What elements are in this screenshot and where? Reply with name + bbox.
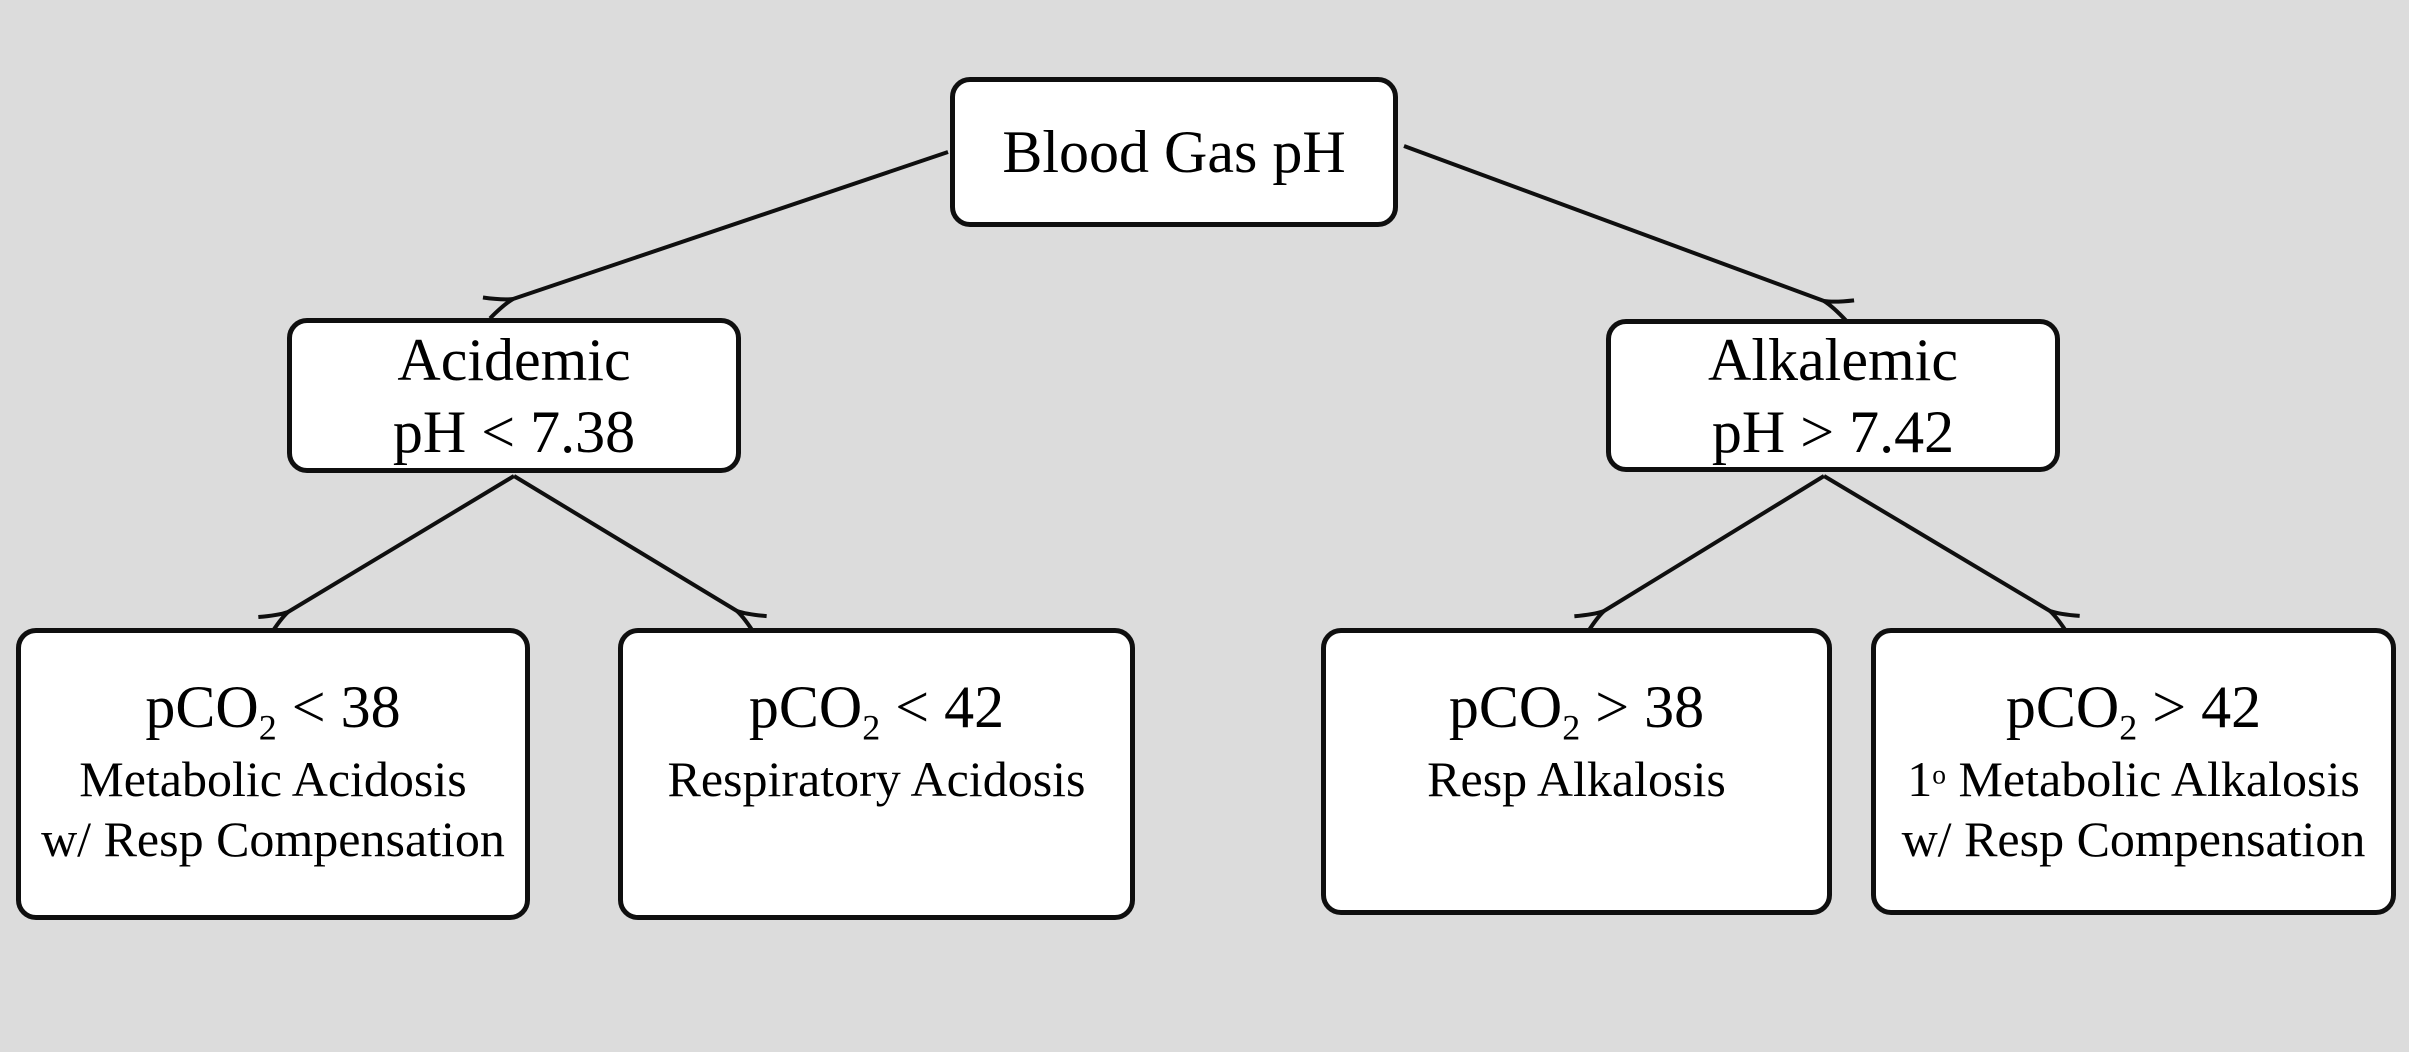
arrow-alkalemic-to-metabolic-alkalosis <box>1822 474 2080 636</box>
arrow-alkalemic-to-resp-alkalosis <box>1574 474 1826 637</box>
node-resp-alkalosis: pCO2 > 38 Resp Alkalosis <box>1321 628 1832 915</box>
node-metabolic-acidosis-note: w/ Resp Compensation <box>41 811 505 867</box>
arrow-root-to-acidemic <box>482 150 949 320</box>
diagnosis-text: Metabolic Alkalosis <box>1945 751 2360 807</box>
diagnosis-ordinal-number: 1 <box>1907 751 1933 807</box>
formula-subscript: 2 <box>2119 707 2138 748</box>
formula-comparison: > 42 <box>2137 674 2262 740</box>
node-metabolic-alkalosis-formula: pCO2 > 42 <box>2006 665 2261 749</box>
formula-base: pCO <box>748 674 863 740</box>
formula-comparison: > 38 <box>1580 674 1705 740</box>
node-blood-gas-ph: Blood Gas pH <box>950 77 1398 227</box>
formula-subscript: 2 <box>258 707 277 748</box>
formula-subscript: 2 <box>862 707 881 748</box>
node-resp-alkalosis-diagnosis: Resp Alkalosis <box>1427 751 1726 807</box>
diagnosis-ordinal-superscript: o <box>1932 758 1946 790</box>
node-metabolic-alkalosis-note: w/ Resp Compensation <box>1901 811 2366 867</box>
node-alkalemic: Alkalemic pH > 7.42 <box>1606 319 2060 472</box>
node-acidemic-condition: pH < 7.38 <box>392 398 636 465</box>
node-metabolic-alkalosis-diagnosis: 1o Metabolic Alkalosis <box>1907 749 2360 809</box>
node-metabolic-acidosis-formula: pCO2 < 38 <box>145 665 400 749</box>
node-metabolic-alkalosis: pCO2 > 42 1o Metabolic Alkalosis w/ Resp… <box>1871 628 2396 915</box>
node-metabolic-acidosis-diagnosis: Metabolic Acidosis <box>79 751 467 807</box>
node-respiratory-acidosis: pCO2 < 42 Respiratory Acidosis <box>618 628 1135 920</box>
node-alkalemic-title: Alkalemic <box>1708 326 1958 393</box>
node-acidemic-title: Acidemic <box>397 326 631 393</box>
node-respiratory-acidosis-diagnosis: Respiratory Acidosis <box>667 751 1086 807</box>
formula-base: pCO <box>145 674 259 740</box>
node-acidemic: Acidemic pH < 7.38 <box>287 318 741 473</box>
arrow-root-to-alkalemic <box>1403 144 1855 323</box>
formula-comparison: < 42 <box>880 674 1005 740</box>
formula-subscript: 2 <box>1562 707 1581 748</box>
arrow-acidemic-to-respiratory-acidosis <box>512 474 767 636</box>
formula-base: pCO <box>1448 674 1563 740</box>
node-alkalemic-condition: pH > 7.42 <box>1711 398 1955 465</box>
formula-base: pCO <box>2005 674 2120 740</box>
node-resp-alkalosis-formula: pCO2 > 38 <box>1449 665 1704 749</box>
node-respiratory-acidosis-formula: pCO2 < 42 <box>749 665 1004 749</box>
arrow-acidemic-to-metabolic-acidosis <box>258 474 516 637</box>
formula-comparison: < 38 <box>276 674 401 740</box>
node-blood-gas-ph-label: Blood Gas pH <box>1002 119 1346 185</box>
node-metabolic-acidosis: pCO2 < 38 Metabolic Acidosis w/ Resp Com… <box>16 628 530 920</box>
